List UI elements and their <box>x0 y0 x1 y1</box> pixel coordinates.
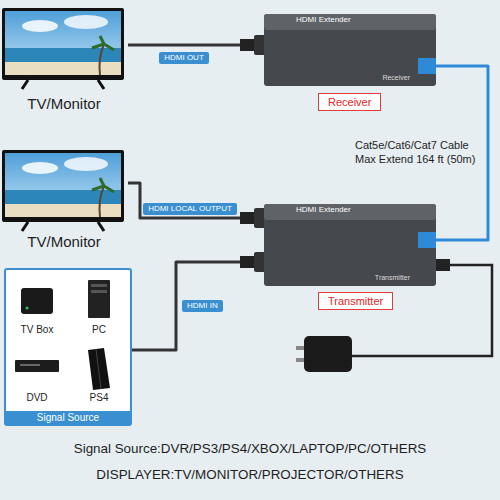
unit-tag: Receiver <box>318 93 381 111</box>
device-label: TV/Monitor <box>0 95 128 112</box>
cable-tag: HDMI LOCAL OUTPUT <box>143 203 237 215</box>
device-label: TV Box <box>8 324 66 336</box>
adapter-body <box>304 336 352 372</box>
device-top <box>264 14 436 30</box>
cable-tag: HDMI IN <box>182 300 223 312</box>
source-panel: Signal Source TV Box PC DVD PS4 <box>4 268 132 426</box>
power-cable <box>352 265 492 356</box>
device-label: TV/Monitor <box>0 233 128 250</box>
status-light <box>26 307 29 310</box>
tv-illustration <box>2 150 124 231</box>
receiver-unit: HDMI ExtenderReceiver <box>240 12 436 88</box>
source-device: TV Box <box>8 274 66 336</box>
tv-monitor: TV/Monitor <box>0 6 128 114</box>
device-body <box>264 14 436 86</box>
unit-label: Transmitter <box>328 294 383 308</box>
device-label: PS4 <box>70 392 128 404</box>
rj45-plug <box>418 58 436 74</box>
device-title: HDMI Extender <box>296 15 351 25</box>
dvd-body <box>15 360 59 372</box>
tv-monitor: TV/Monitor <box>0 148 128 252</box>
transmitter-device <box>240 204 450 286</box>
receiver-device <box>240 14 436 86</box>
footer-note: Signal Source:DVR/PS3/PS4/XBOX/LAPTOP/PC… <box>0 440 500 458</box>
unit-tag: Transmitter <box>318 292 393 310</box>
tv-illustration <box>2 8 124 89</box>
tv-box-body <box>21 288 53 314</box>
drive-bay <box>91 290 107 293</box>
device-label: DVD <box>8 392 66 404</box>
ps4-icon <box>88 348 110 390</box>
power-adapter <box>296 336 352 372</box>
device-label: PC <box>70 324 128 336</box>
hdmi-cable <box>128 44 240 47</box>
dvd-icon <box>15 360 59 372</box>
network-cable <box>436 66 488 240</box>
footer-note: DISPLAYER:TV/MONITOR/PROJECTOR/OTHERS <box>0 466 500 484</box>
rj45-plug <box>418 232 436 248</box>
disc-slot <box>20 364 40 366</box>
cable-note: Cat5e/Cat6/Cat7 Cable Max Extend 164 ft … <box>355 138 481 166</box>
pc-icon <box>88 280 110 318</box>
adapter-prong <box>296 358 304 362</box>
device-title: HDMI Extender <box>296 205 351 215</box>
source-device: PC <box>70 274 128 336</box>
device-side-label: Receiver <box>382 73 410 82</box>
device-side-label: Transmitter <box>375 273 410 282</box>
source-device: DVD <box>8 342 66 404</box>
device-top <box>264 204 436 220</box>
pc-tower <box>88 280 110 318</box>
hdmi-cable <box>132 262 240 350</box>
unit-label: Receiver <box>328 95 371 109</box>
drive-bay <box>91 284 107 287</box>
hdmi-cable <box>128 183 240 218</box>
cable-tag: HDMI OUT <box>159 52 209 64</box>
source-device: PS4 <box>70 342 128 404</box>
adapter-prong <box>296 346 304 350</box>
transmitter-unit: HDMI ExtenderTransmitter <box>240 202 436 288</box>
tv-box-icon <box>21 288 53 314</box>
panel-heading: Signal Source <box>6 411 130 424</box>
device-body <box>264 204 436 286</box>
ps4-body <box>88 348 110 390</box>
ps4-groove <box>96 349 101 389</box>
dc-jack <box>436 259 450 271</box>
panel-ground <box>4 268 132 426</box>
